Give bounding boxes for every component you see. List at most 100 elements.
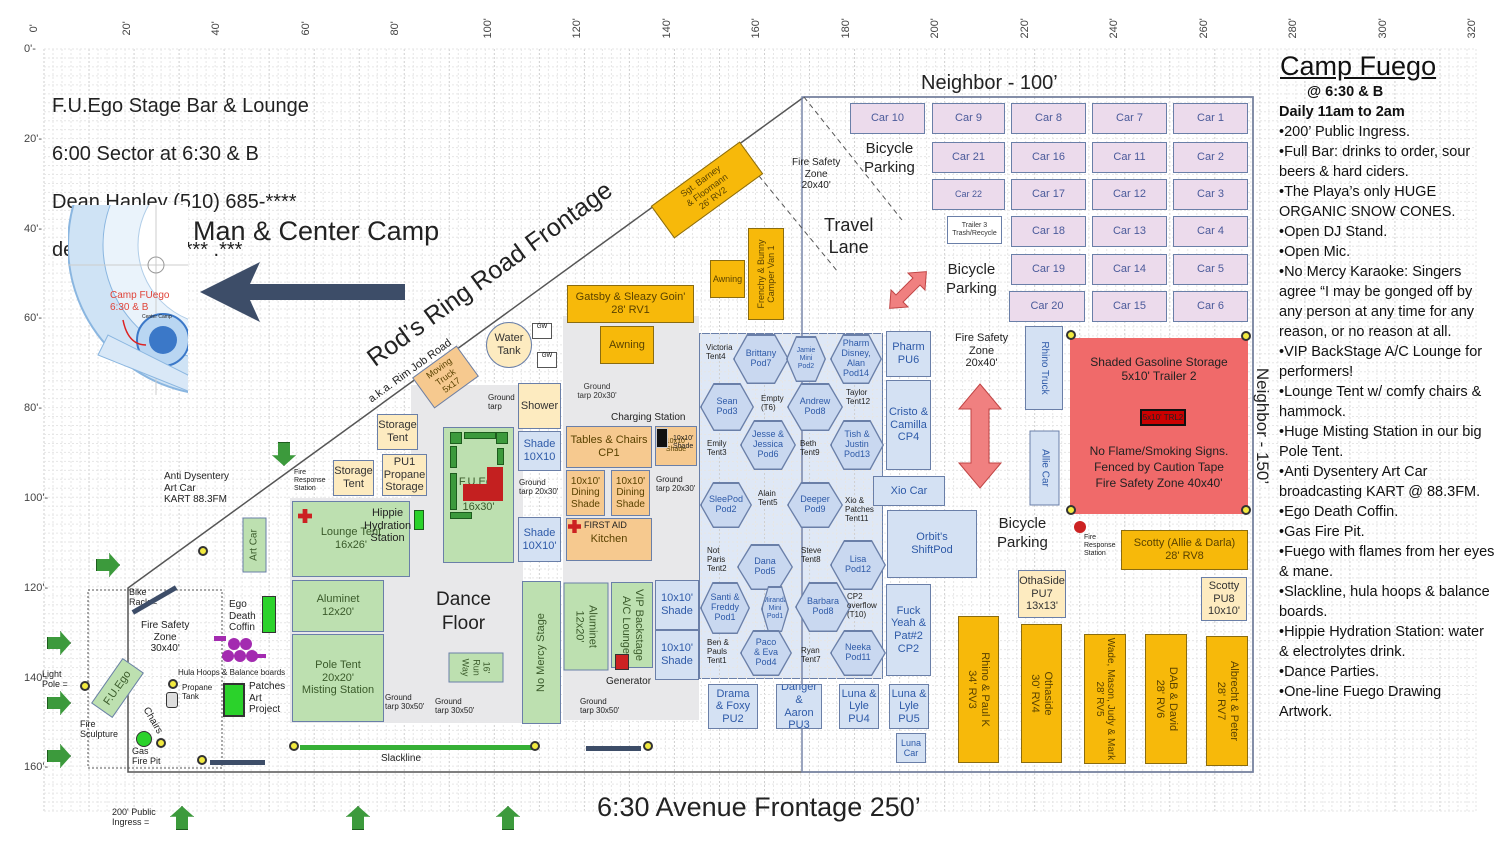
aluminet2: Aluminet 12x20' <box>563 582 608 670</box>
luna-pu4: Luna & Lyle PU4 <box>839 684 879 729</box>
patches-label: Patches Art Project <box>249 681 286 715</box>
pod-label: Lisa Pod12 <box>831 541 885 589</box>
pod-label: Santi & Freddy Pod1 <box>701 583 749 633</box>
inset-camp-label: Camp FUego 6:30 & B <box>110 290 170 313</box>
car-spot: Car 6 <box>1173 291 1248 322</box>
light-pole-icon <box>80 681 90 691</box>
panel-bullet: •VIP BackStage A/C Lounge for performers… <box>1279 344 1483 380</box>
panel-subtitle: @ 6:30 & B <box>1307 84 1384 100</box>
aluminet1: Aluminet 12x20' <box>292 580 384 632</box>
wade-rv5: Wade, Mason, Judy & Mark 28' RV5 <box>1084 634 1126 764</box>
tent-xio: Xio & Patches Tent11 <box>845 496 874 524</box>
shade4: 10x10' Shade <box>655 580 699 630</box>
dab-rv6: DAB & David 28' RV6 <box>1145 634 1187 764</box>
ground-tarp4: Ground tarp 20x30' <box>656 475 696 494</box>
bar-fixture <box>450 473 457 510</box>
travel-lane-arrow-icon <box>889 271 927 309</box>
car-spot: Car 1 <box>1173 103 1248 134</box>
panel-bullet: •Slackline, hula hoops & balance boards. <box>1279 584 1490 620</box>
lounge-tent: Lounge Tent 16x26' <box>292 501 410 577</box>
tent-not-paris: Not Paris Tent2 <box>707 546 727 574</box>
slackline <box>300 745 535 750</box>
awning1: Awning <box>710 260 745 298</box>
car-spot: Car 18 <box>1011 216 1086 247</box>
allie-car: Allie Car <box>1029 430 1059 505</box>
ground-tarp6: Ground tarp 30x50' <box>435 697 475 716</box>
pu1: PU1 Propane Storage <box>382 454 427 496</box>
trailer3: Trailer 3 Trash/Recycle <box>947 216 1002 244</box>
pod-label: Jesse & Jessica Pod6 <box>741 421 795 469</box>
panel-bullet: •Gas Fire Pit. <box>1279 524 1365 540</box>
fire-response-station-2: Fire Response Station <box>1084 534 1116 558</box>
car-spot: Car 15 <box>1092 291 1167 322</box>
panel-bullet: •Huge Misting Station in our big Pole Te… <box>1279 424 1482 460</box>
y-tick-label: 20'- <box>24 132 42 145</box>
pod-label: Tish & Justin Pod13 <box>831 421 883 469</box>
panel-hours: Daily 11am to 2am <box>1279 104 1405 120</box>
no-mercy: No Mercy Stage <box>522 581 561 724</box>
panel-bullet: •One-line Fuego Drawing Artwork. <box>1279 684 1442 720</box>
fire-response-icon <box>1074 521 1086 533</box>
gas-fire-pit-icon <box>136 731 152 747</box>
pod-jamie: Jamie Mini Pod2 <box>786 336 826 382</box>
bar-fixture <box>497 448 504 465</box>
info-panel: Camp Fuego @ 6:30 & B Daily 11am to 2am … <box>1279 50 1497 722</box>
pod-sleepod: SleePod Pod2 <box>700 482 752 528</box>
pod-label: Pharm Disney, Alan Pod14 <box>831 335 881 383</box>
bench-bar-2 <box>210 760 265 765</box>
bicycle-parking-3: Bicycle Parking <box>997 515 1048 551</box>
tent-alain: Alain Tent5 <box>758 489 778 508</box>
rhino-rv3: Rhino & Paul K 34' RV3 <box>958 616 999 763</box>
scotty-pu8: Scotty PU8 10x10' <box>1201 577 1247 621</box>
car-spot: Car 16 <box>1011 142 1086 173</box>
y-tick-label: 80'- <box>24 402 42 415</box>
panel-bullet: •Open Mic. <box>1279 244 1351 260</box>
luna-pu5: Luna & Lyle PU5 <box>889 684 929 729</box>
light-pole-icon <box>1066 330 1076 340</box>
y-tick-label: 40'- <box>24 222 42 235</box>
charging-station-label: Charging Station <box>611 412 686 423</box>
pod-label: Neeka Pod11 <box>831 631 885 675</box>
panel-bullet: •Fuego with flames from her eyes & mane. <box>1279 544 1495 580</box>
ground-tarp3: Ground tarp 20x30' <box>519 478 559 497</box>
pod-label: Andrew Pod8 <box>788 384 842 430</box>
xio-car: Xio Car <box>873 476 945 506</box>
light-pole-icon <box>1241 505 1251 515</box>
car-spot: Car 12 <box>1092 179 1167 210</box>
car-spot: Car 3 <box>1173 179 1248 210</box>
panel-title: Camp Fuego <box>1280 51 1437 81</box>
art-car: Art Car <box>242 517 266 572</box>
cristo: Cristo & Camilla CP4 <box>886 380 931 470</box>
car-spot: Car 19 <box>1011 254 1086 285</box>
orbit: Orbit's ShiftPod <box>887 510 977 578</box>
hula-hoops-icon <box>214 636 266 662</box>
bar-fixture <box>496 432 508 444</box>
tent-shade-small: 10x10' Shade <box>673 435 694 451</box>
shade2: Shade 10X10' <box>518 517 561 562</box>
fuck-yeah: Fuck Yeah & Pat#2 CP2 <box>886 584 931 676</box>
tent-beth: Beth Tent9 <box>800 439 820 458</box>
tent-ryan: Ryan Tent7 <box>801 646 821 665</box>
y-tick-label: 120'- <box>24 581 49 594</box>
danger: Danger & Aaron PU3 <box>776 684 822 729</box>
pod-label: Brittany Pod7 <box>734 335 788 383</box>
ground-tarp7: Ground tarp 30x50' <box>580 697 620 716</box>
car-spot: Car 2 <box>1173 142 1248 173</box>
shade1: Shade 10X10 <box>518 431 561 471</box>
tables: Tables & Chairs CP1 <box>566 426 652 468</box>
y-tick-label: 100'- <box>24 492 49 504</box>
hippie-hydration: Hippie Hydration Station <box>364 507 412 545</box>
bench-bar <box>586 746 641 751</box>
fire-safety-left-label: Fire Safety Zone 30x40' <box>141 620 190 654</box>
car-spot: Car 7 <box>1092 103 1167 134</box>
pod-paco: Paco & Eva Pod4 <box>740 630 792 676</box>
pharm-pu6: Pharm PU6 <box>886 331 931 377</box>
gas-storage-notes: No Flame/Smoking Signs. Fenced by Cautio… <box>1089 444 1229 490</box>
neighbor-top-label: Neighbor - 100’ <box>921 72 1058 94</box>
fire-response-station-1: Fire Response Station <box>294 469 326 493</box>
ground-tarp1: Ground tarp 20x30' <box>577 381 617 400</box>
ground-tarp2: Ground tarp <box>488 393 515 412</box>
y-tick-label: 0'- <box>24 43 36 55</box>
shade5: 10x10' Shade <box>655 630 699 680</box>
